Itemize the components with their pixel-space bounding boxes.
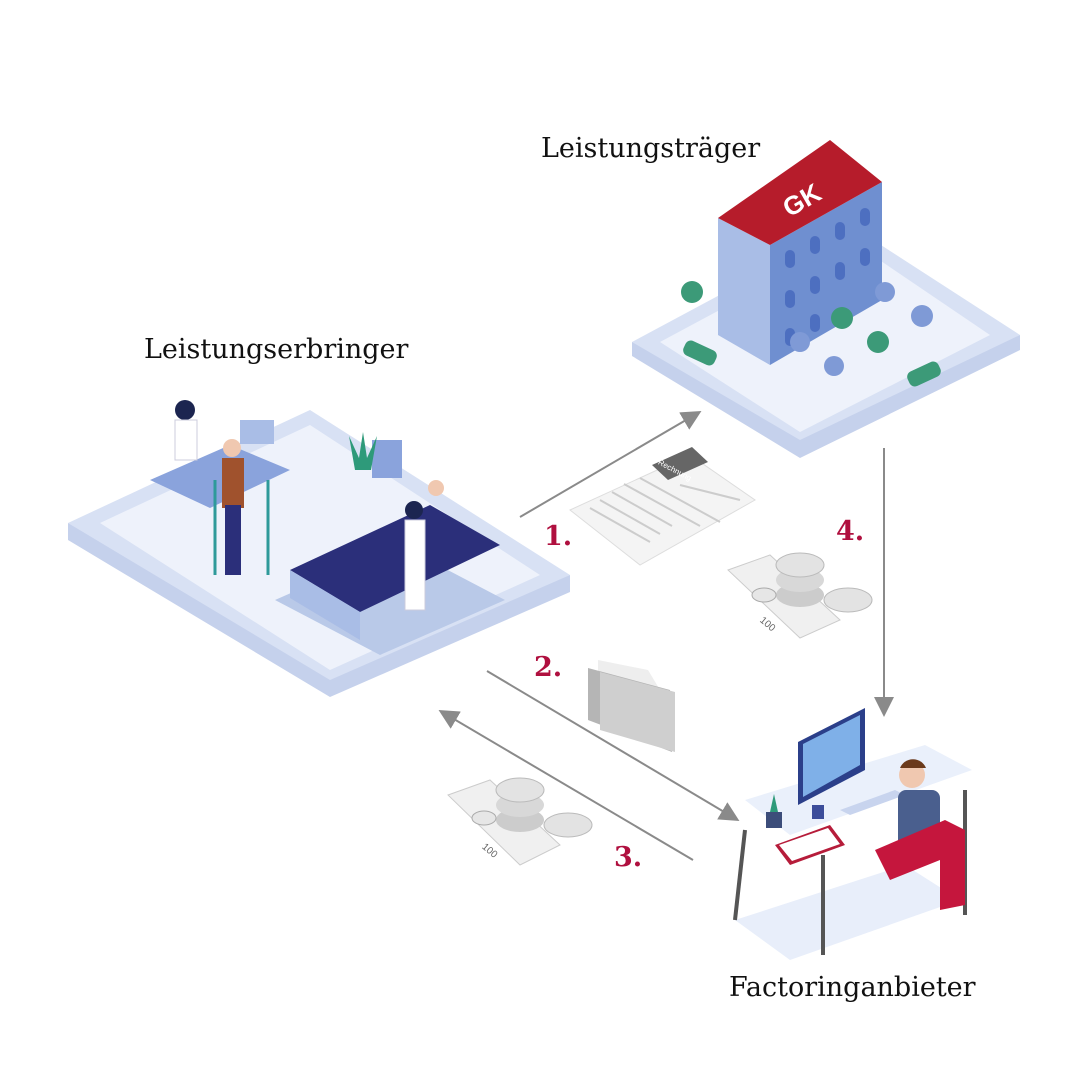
money-icon-step-3: 100 [447,777,593,866]
banknote-value-2: 100 [479,841,499,860]
arrow-step-2 [486,670,740,822]
factoring-desk-illustration [733,708,972,960]
flow-arrows [438,410,894,861]
banknote-value: 100 [757,615,777,634]
step-2-number: 2. [534,652,562,683]
step-1-number: 1. [544,521,572,552]
arrow-step-3 [438,709,694,861]
folder-icon [588,660,675,752]
label-factoring: Factoringanbieter [729,972,976,1003]
step-4-number: 4. [836,516,864,547]
arrow-step-1 [519,410,702,518]
payer-building-illustration: GK [632,140,1020,458]
label-provider: Leistungserbringer [144,334,409,365]
label-payer: Leistungsträger [541,133,760,164]
provider-hospital-illustration [68,400,570,697]
step-3-number: 3. [614,842,642,873]
invoice-document-icon: Rechnung [569,447,756,566]
money-icon-step-4: 100 [727,552,873,639]
